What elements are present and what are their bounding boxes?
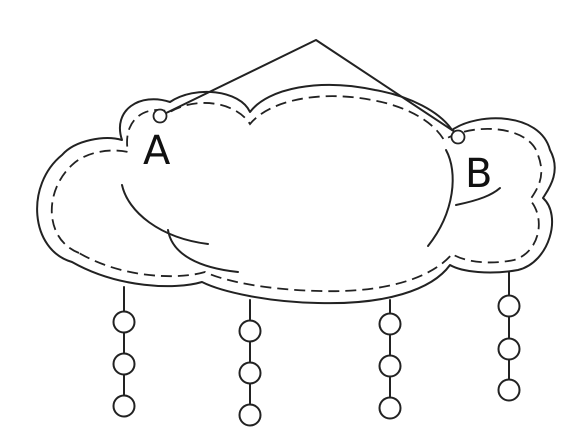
bead [378, 396, 402, 420]
point-a-label: A [143, 128, 171, 174]
cloud-fold-line [121, 184, 209, 245]
cloud-stitching [50, 95, 543, 293]
bead [378, 312, 402, 336]
cloud-outline [36, 84, 556, 305]
bead [497, 378, 521, 402]
cloud-fold-line [455, 187, 501, 206]
cloud-fold-line [167, 229, 239, 273]
bead [112, 352, 136, 376]
bead [497, 294, 521, 318]
bead [238, 403, 262, 427]
bead [112, 394, 136, 418]
point-b-marker [450, 129, 466, 145]
bead-strands [112, 271, 521, 427]
bead [497, 337, 521, 361]
point-a-marker [152, 108, 168, 124]
bead [112, 310, 136, 334]
point-b-label: B [465, 151, 492, 197]
bead [378, 354, 402, 378]
bead [238, 319, 262, 343]
bead [238, 361, 262, 385]
cloud-fold-line [427, 149, 454, 247]
hanging-string [159, 39, 459, 135]
